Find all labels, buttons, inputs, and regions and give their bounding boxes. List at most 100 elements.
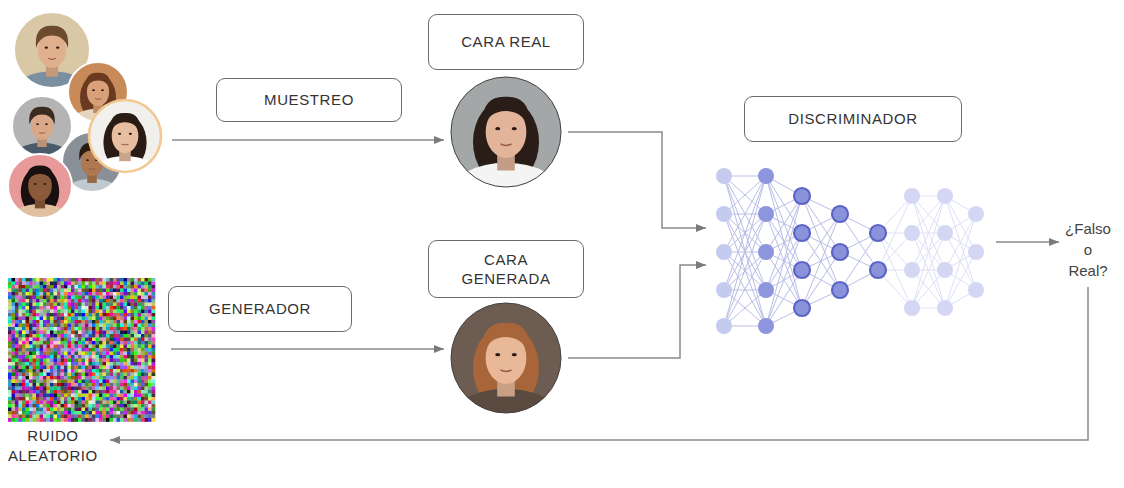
network-link (766, 176, 802, 308)
noise-pixel (47, 401, 51, 405)
noise-pixel (134, 376, 138, 380)
noise-pixel (127, 306, 131, 310)
noise-pixel (145, 338, 149, 342)
noise-pixel (22, 320, 26, 324)
noise-pixel (138, 366, 142, 370)
noise-pixel (64, 394, 68, 398)
noise-pixel (103, 303, 107, 307)
noise-pixel (96, 411, 100, 415)
noise-pixel (82, 296, 86, 300)
noise-pixel (148, 317, 152, 321)
noise-pixel (89, 296, 93, 300)
noise-pixel (138, 317, 142, 321)
noise-pixel (64, 327, 68, 331)
noise-pixel (61, 397, 65, 401)
noise-pixel (78, 387, 82, 391)
noise-pixel (120, 352, 124, 356)
noise-pixel (43, 394, 47, 398)
noise-pixel (12, 320, 16, 324)
noise-pixel (148, 348, 152, 352)
noise-pixel (89, 341, 93, 345)
noise-pixel (29, 387, 33, 391)
noise-pixel (64, 292, 68, 296)
noise-pixel (40, 345, 44, 349)
noise-pixel (47, 320, 51, 324)
noise-pixel (50, 320, 54, 324)
noise-pixel (8, 348, 12, 352)
noise-pixel (117, 415, 121, 419)
neuron (937, 188, 953, 204)
network-link (724, 252, 766, 326)
noise-pixel (19, 317, 23, 321)
noise-pixel (124, 299, 128, 303)
network-link (724, 214, 766, 290)
noise-pixel (92, 376, 96, 380)
noise-pixel (15, 289, 19, 293)
noise-pixel (145, 299, 149, 303)
noise-pixel (131, 373, 135, 377)
noise-pixel (71, 348, 75, 352)
noise-pixel (19, 345, 23, 349)
noise-pixel (152, 306, 156, 310)
noise-pixel (106, 324, 110, 328)
noise-pixel (124, 285, 128, 289)
noise-pixel (145, 348, 149, 352)
network-link (766, 196, 802, 252)
noise-pixel (15, 292, 19, 296)
noise-pixel (68, 292, 72, 296)
noise-pixel (138, 334, 142, 338)
noise-pixel (19, 380, 23, 384)
noise-pixel (36, 376, 40, 380)
face-ground (89, 100, 161, 172)
noise-pixel (89, 390, 93, 394)
noise-pixel (33, 320, 37, 324)
noise-pixel (131, 366, 135, 370)
noise-pixel (75, 324, 79, 328)
noise-pixel (106, 366, 110, 370)
noise-pixel (138, 341, 142, 345)
noise-pixel (29, 334, 33, 338)
noise-pixel (120, 282, 124, 286)
noise-pixel (26, 397, 30, 401)
noise-pixel (99, 352, 103, 356)
noise-pixel (127, 394, 131, 398)
noise-pixel (92, 306, 96, 310)
noise-pixel (29, 285, 33, 289)
noise-pixel (36, 387, 40, 391)
noise-pixel (141, 355, 145, 359)
noise-pixel (89, 369, 93, 373)
noise-pixel (138, 306, 142, 310)
noise-pixel (36, 331, 40, 335)
face-neck (497, 373, 515, 396)
network-link (724, 214, 766, 252)
noise-pixel (33, 341, 37, 345)
noise-pixel (29, 348, 33, 352)
noise-pixel (138, 359, 142, 363)
noise-pixel (22, 285, 26, 289)
noise-pixel (134, 404, 138, 408)
noise-pixel (71, 408, 75, 412)
noise-pixel (131, 313, 135, 317)
face-eye (56, 47, 59, 49)
face-shoulders (452, 163, 560, 220)
noise-pixel (103, 317, 107, 321)
noise-pixel (71, 404, 75, 408)
noise-pixel (138, 278, 142, 282)
noise-pixel (99, 317, 103, 321)
noise-pixel (19, 292, 23, 296)
noise-pixel (47, 387, 51, 391)
noise-pixel (40, 299, 44, 303)
noise-pixel (141, 401, 145, 405)
noise-pixel (134, 359, 138, 363)
face-image (450, 76, 562, 188)
noise-pixel (43, 345, 47, 349)
noise-pixel (40, 415, 44, 419)
noise-pixel (22, 299, 26, 303)
noise-pixel (124, 397, 128, 401)
noise-pixel (92, 387, 96, 391)
noise-pixel (134, 306, 138, 310)
noise-pixel (148, 404, 152, 408)
network-link (802, 214, 840, 233)
noise-pixel (8, 285, 12, 289)
noise-pixel (96, 334, 100, 338)
